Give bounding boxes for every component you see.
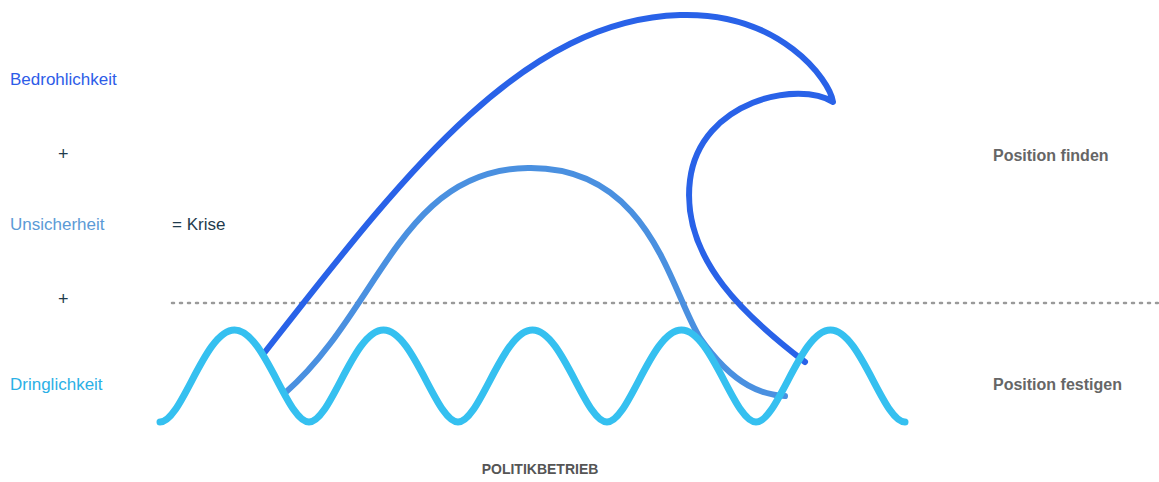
small-waves bbox=[160, 330, 905, 422]
plus-sign: + bbox=[58, 144, 69, 166]
dotted-threshold bbox=[172, 302, 1159, 305]
result-label: = Krise bbox=[172, 215, 225, 235]
crisis-wave bbox=[265, 15, 833, 362]
factor-label: Unsicherheit bbox=[10, 215, 105, 235]
plus-sign: + bbox=[58, 289, 69, 311]
factor-label: Dringlichkeit bbox=[10, 375, 103, 395]
axis-label: POLITIKBETRIEB bbox=[482, 461, 599, 478]
side-label: Position festigen bbox=[993, 375, 1122, 394]
factor-label: Bedrohlichkeit bbox=[10, 70, 117, 90]
side-label: Position finden bbox=[993, 146, 1109, 165]
